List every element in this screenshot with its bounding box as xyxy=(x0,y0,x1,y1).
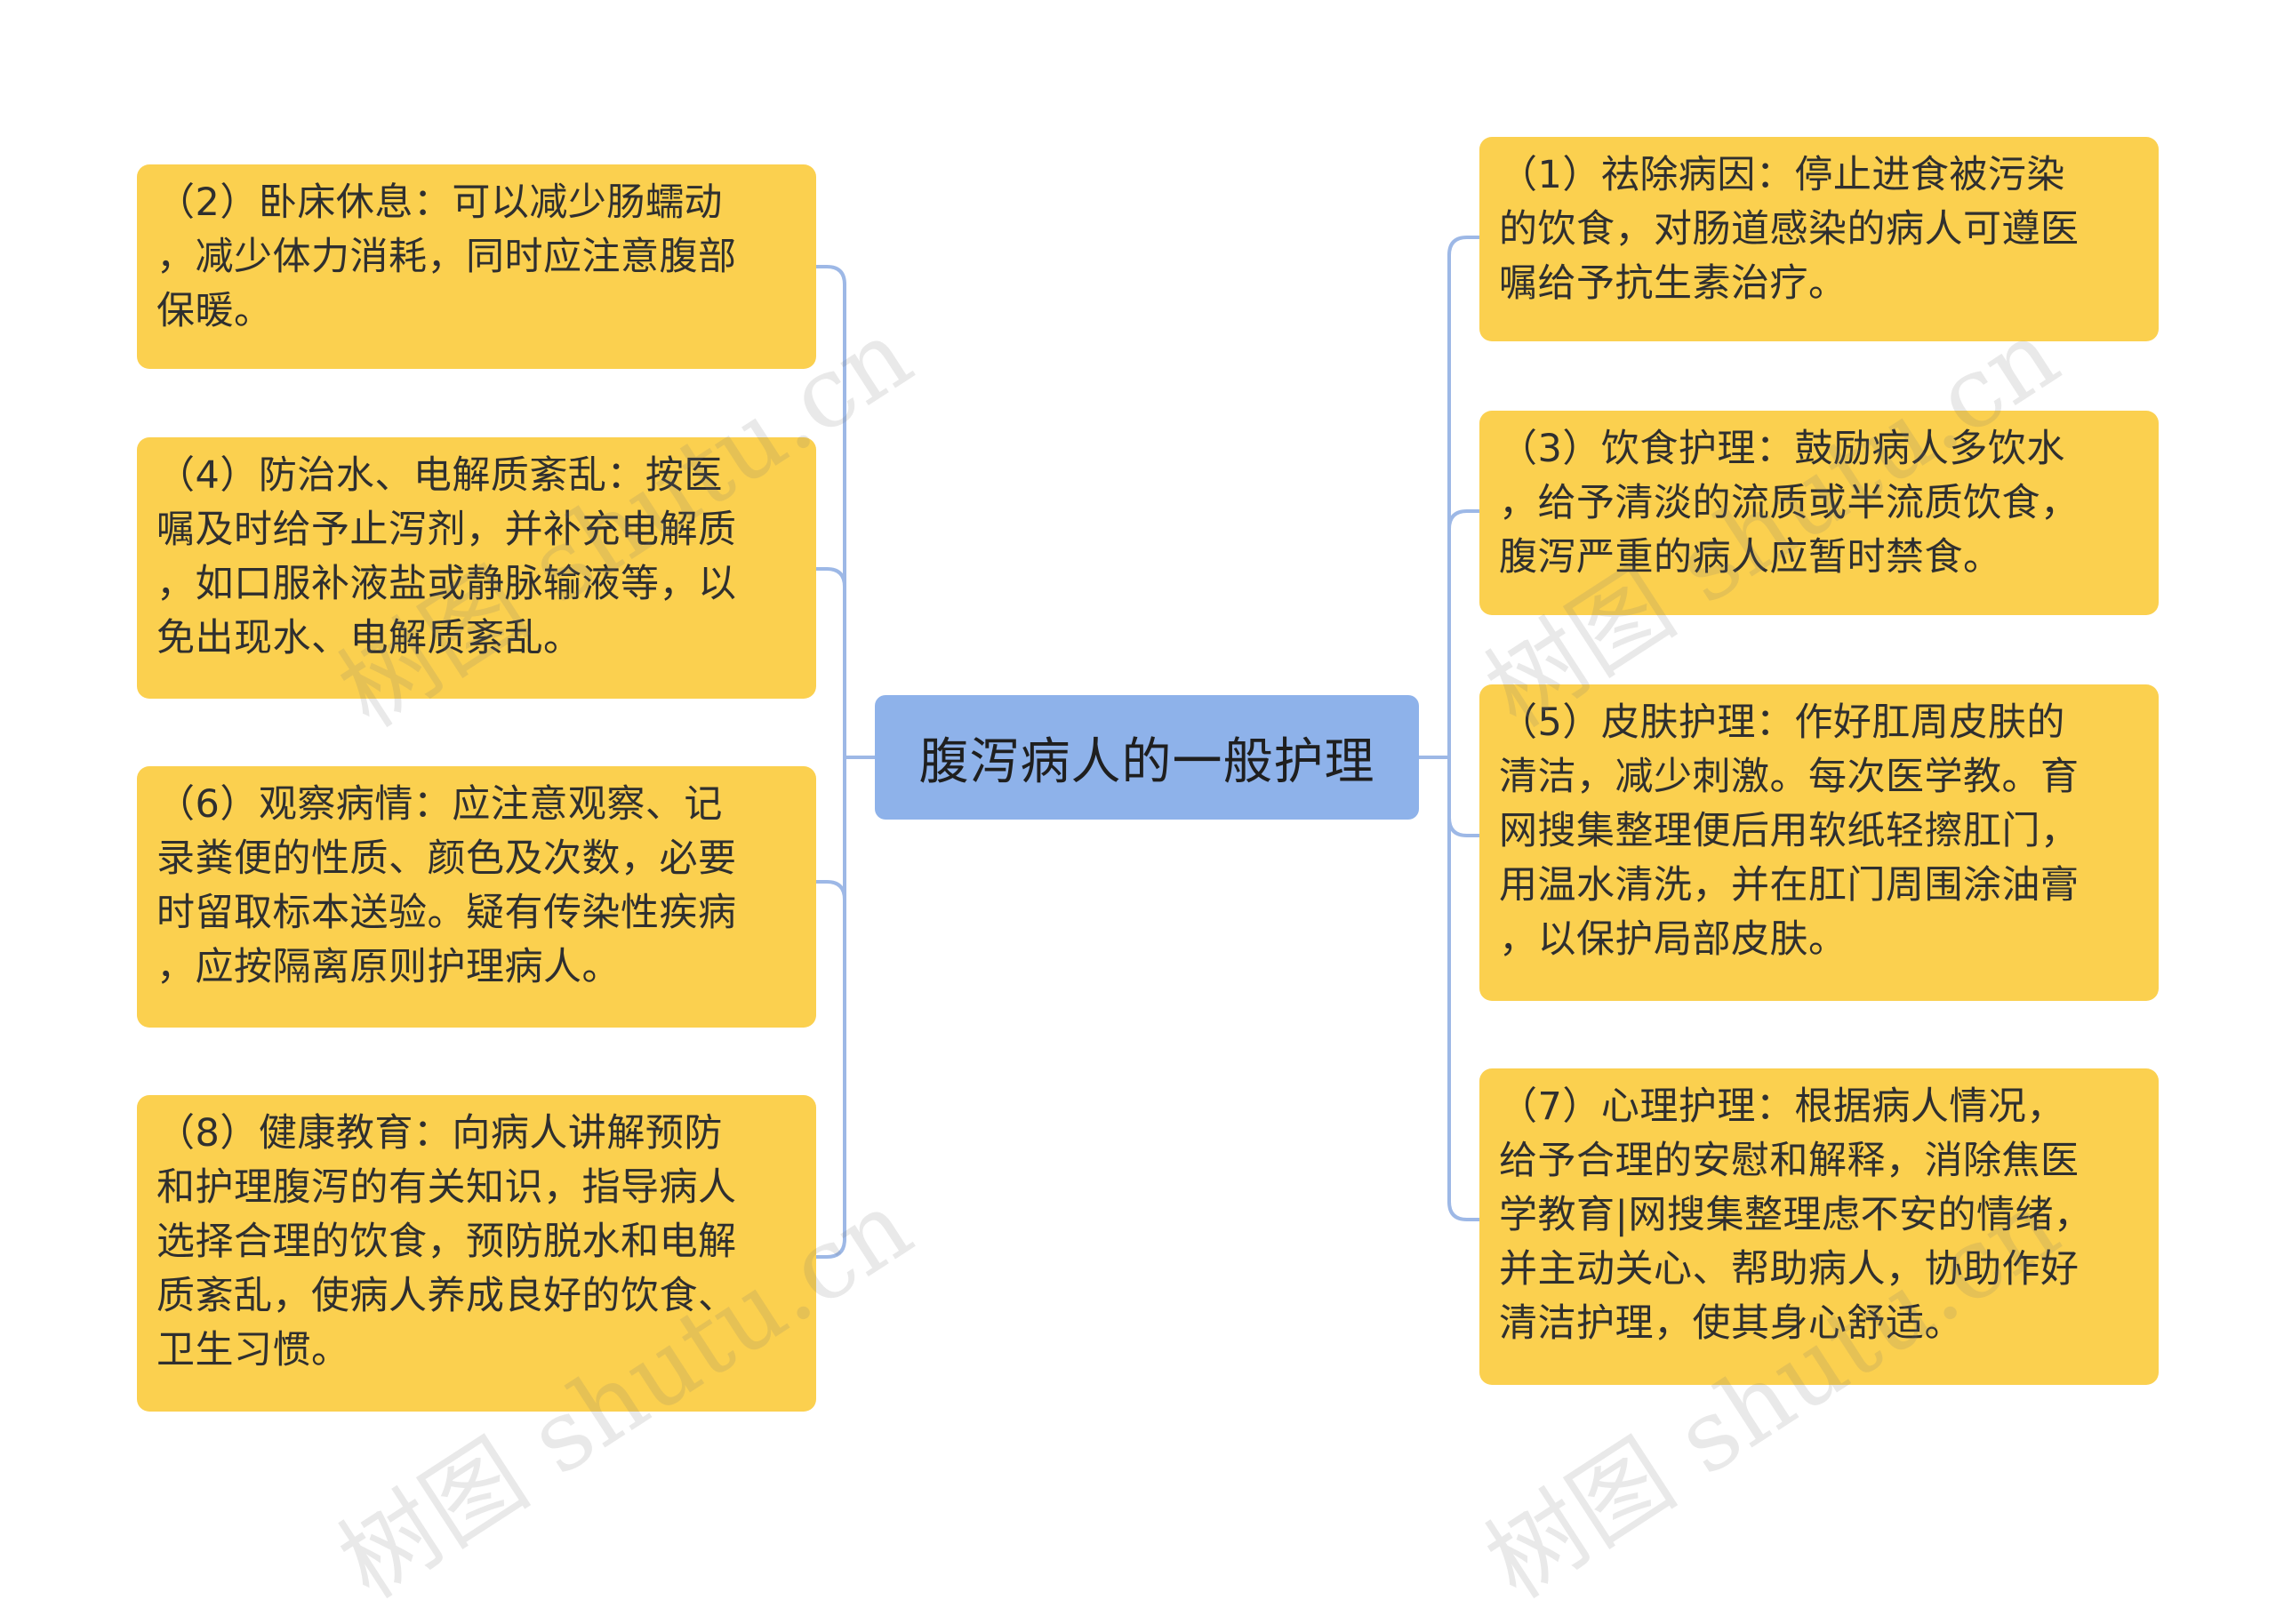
topic-text: （5）皮肤护理：作好肛周皮肤的 清洁，减少刺激。每次医学教。育 网搜集整理便后用… xyxy=(1499,700,2080,962)
topic-node-8[interactable]: （8）健康教育：向病人讲解预防 和护理腹泻的有关知识，指导病人 选择合理的饮食，… xyxy=(137,1095,816,1412)
central-topic-label: 腹泻病人的一般护理 xyxy=(918,732,1375,791)
central-topic[interactable]: 腹泻病人的一般护理 xyxy=(875,695,1419,820)
topic-node-2[interactable]: （2）卧床休息：可以减少肠蠕动 ，减少体力消耗，同时应注意腹部 保暖。 xyxy=(137,164,816,369)
topic-text: （6）观察病情：应注意观察、记 录粪便的性质、颜色及次数，必要 时留取标本送验。… xyxy=(156,782,737,989)
topic-text: （3）饮食护理：鼓励病人多饮水 ，给予清淡的流质或半流质饮食， 腹泻严重的病人应… xyxy=(1499,427,2080,580)
topic-node-5[interactable]: （5）皮肤护理：作好肛周皮肤的 清洁，减少刺激。每次医学教。育 网搜集整理便后用… xyxy=(1479,684,2159,1001)
topic-text: （7）心理护理：根据病人情况， 给予合理的安慰和解释，消除焦医 学教育|网搜集整… xyxy=(1499,1084,2093,1346)
topic-node-1[interactable]: （1）祛除病因：停止进食被污染 的饮食，对肠道感染的病人可遵医 嘱给予抗生素治疗… xyxy=(1479,137,2159,341)
topic-node-7[interactable]: （7）心理护理：根据病人情况， 给予合理的安慰和解释，消除焦医 学教育|网搜集整… xyxy=(1479,1068,2159,1385)
topic-text: （1）祛除病因：停止进食被污染 的饮食，对肠道感染的病人可遵医 嘱给予抗生素治疗… xyxy=(1499,153,2080,306)
connector-lines xyxy=(816,236,1479,1259)
topic-text: （8）健康教育：向病人讲解预防 和护理腹泻的有关知识，指导病人 选择合理的饮食，… xyxy=(156,1111,737,1372)
topic-text: （4）防治水、电解质紊乱：按医 嘱及时给予止泻剂，并补充电解质 ，如口服补液盐或… xyxy=(156,453,737,660)
topic-node-6[interactable]: （6）观察病情：应注意观察、记 录粪便的性质、颜色及次数，必要 时留取标本送验。… xyxy=(137,766,816,1028)
topic-node-4[interactable]: （4）防治水、电解质紊乱：按医 嘱及时给予止泻剂，并补充电解质 ，如口服补液盐或… xyxy=(137,437,816,699)
topic-node-3[interactable]: （3）饮食护理：鼓励病人多饮水 ，给予清淡的流质或半流质饮食， 腹泻严重的病人应… xyxy=(1479,411,2159,615)
topic-text: （2）卧床休息：可以减少肠蠕动 ，减少体力消耗，同时应注意腹部 保暖。 xyxy=(156,180,737,333)
